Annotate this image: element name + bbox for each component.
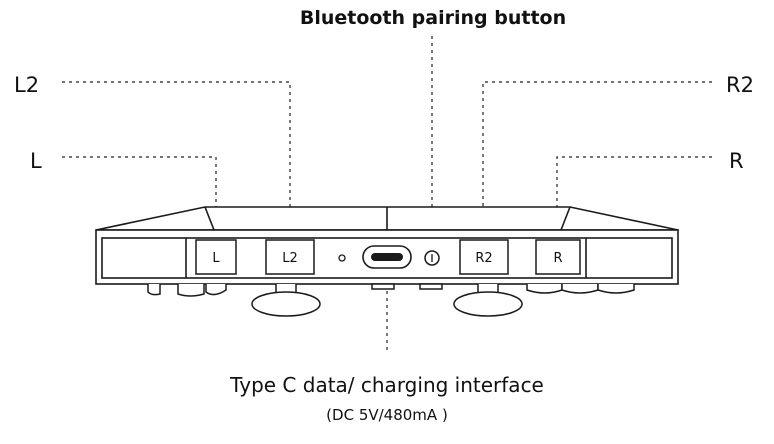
type-c-spec-label: (DC 5V/480mA ) <box>326 406 448 424</box>
controller-body <box>95 206 679 285</box>
r-leader-line <box>556 156 712 246</box>
controller-front-panel <box>95 229 679 285</box>
controller-underside <box>147 283 635 317</box>
r2-button <box>459 239 509 275</box>
l2-callout-label: L2 <box>14 73 39 97</box>
indicator-led <box>338 254 346 262</box>
r-callout-label: R <box>729 149 744 173</box>
leader-lines <box>62 36 712 352</box>
l-leader-line <box>62 156 217 246</box>
l-button-label: L <box>212 251 220 266</box>
r2-button-label: R2 <box>475 251 492 266</box>
type-c-callout-label: Type C data/ charging interface <box>229 373 544 397</box>
l2-button-label: L2 <box>282 251 298 266</box>
l2-button <box>265 239 315 275</box>
bluetooth-pairing-button <box>424 250 440 266</box>
l2-leader-line <box>62 81 291 246</box>
r2-leader-line <box>482 81 712 246</box>
r2-callout-label: R2 <box>726 73 754 97</box>
left-analog-stick <box>251 291 321 317</box>
l-callout-label: L <box>30 149 42 173</box>
l-button <box>195 239 237 275</box>
right-analog-stick <box>453 291 523 317</box>
bluetooth-callout-label: Bluetooth pairing button <box>300 7 566 29</box>
type-c-port <box>362 245 412 269</box>
r-button-label: R <box>553 251 562 266</box>
r-button <box>535 239 581 275</box>
